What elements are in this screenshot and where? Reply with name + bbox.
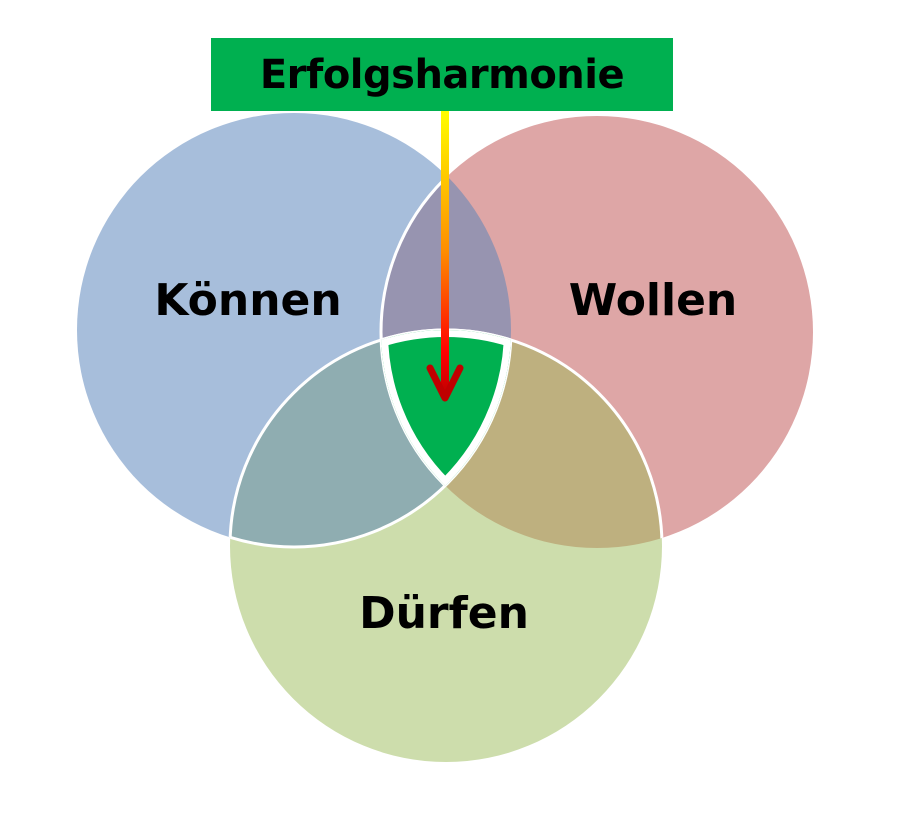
title-text: Erfolgsharmonie xyxy=(259,51,625,98)
label-wollen: Wollen xyxy=(569,275,738,326)
koennen-edge-line xyxy=(230,330,513,549)
wollen-edge-line xyxy=(379,114,511,547)
label-koennen: Können xyxy=(154,275,341,326)
label-duerfen: Dürfen xyxy=(359,588,529,639)
title-banner: Erfolgsharmonie xyxy=(211,38,673,111)
arrow-icon xyxy=(426,110,464,402)
